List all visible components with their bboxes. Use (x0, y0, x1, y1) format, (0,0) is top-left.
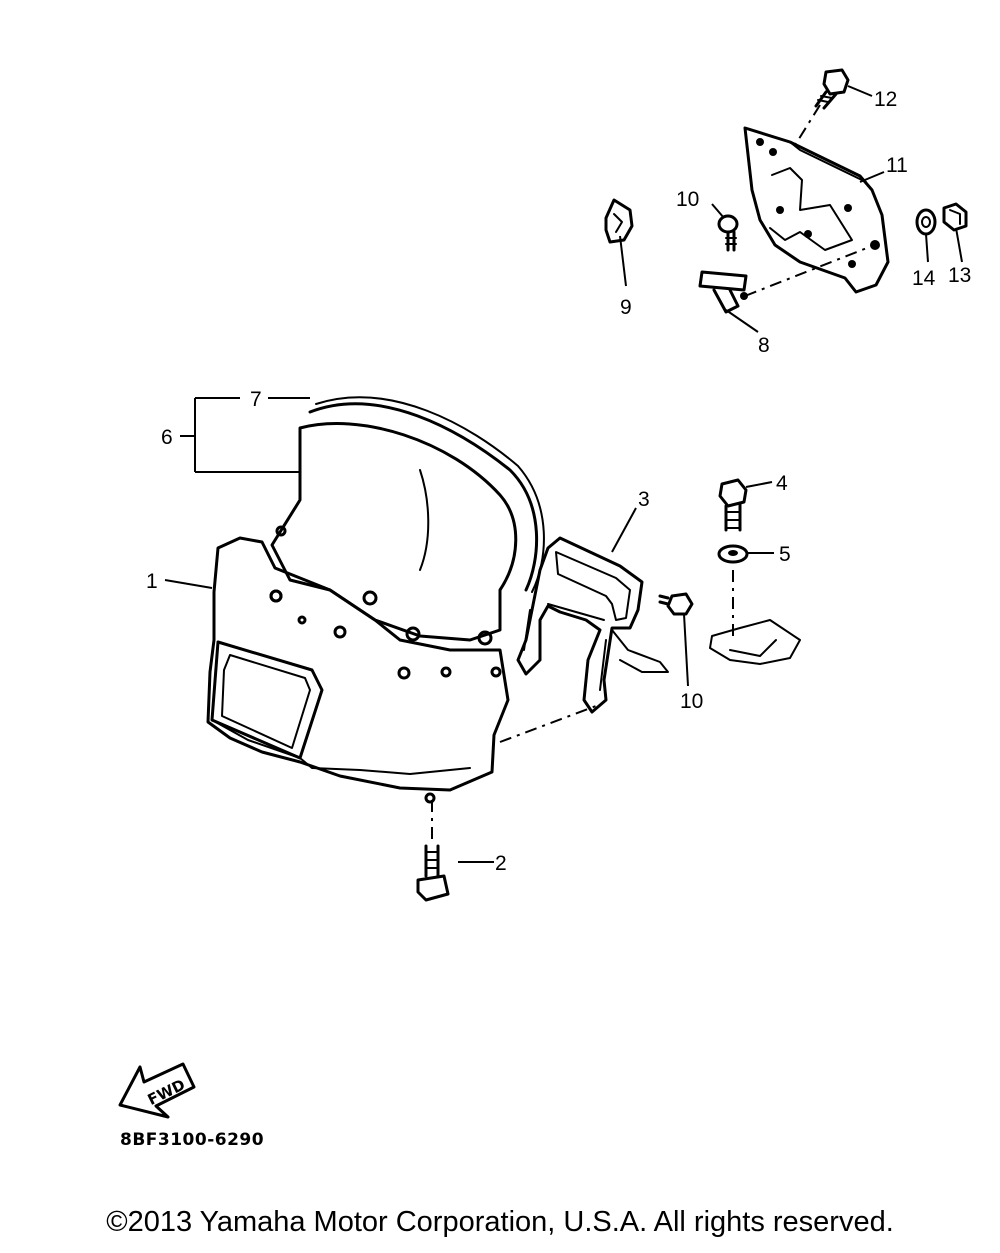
callout-8: 8 (758, 334, 770, 357)
part-10-bolt-lower (658, 592, 694, 616)
fwd-arrow-icon: FWD (118, 1062, 196, 1119)
part-14-washer (915, 208, 937, 236)
reference-code: 8BF3100-6290 (120, 1130, 265, 1150)
callout-labels: 1 2 3 4 5 6 7 8 9 10 10 11 12 13 14 (146, 88, 971, 875)
part-4-bolt (718, 478, 748, 532)
callout-3: 3 (638, 488, 650, 511)
part-9-clip (604, 198, 634, 244)
callout-11: 11 (886, 154, 908, 177)
callout-14: 14 (912, 267, 936, 290)
callout-4: 4 (776, 472, 788, 495)
part-1-fairing (206, 536, 510, 804)
part-3-fairing-stay (516, 536, 669, 714)
part-12-bolt (814, 68, 850, 110)
callout-1: 1 (146, 570, 158, 593)
leader-lines (164, 85, 963, 863)
fwd-arrow-label: FWD (145, 1076, 188, 1109)
part-2-bolt (416, 844, 450, 902)
callout-13: 13 (948, 264, 971, 287)
part-11-bracket-plate (743, 126, 890, 294)
callout-10-lower: 10 (680, 690, 703, 713)
callout-9: 9 (620, 296, 632, 319)
part-10-bolt-upper (717, 214, 739, 252)
part-8-small-bracket (698, 270, 748, 314)
callout-10-upper: 10 (676, 188, 699, 211)
callout-7: 7 (250, 388, 262, 411)
callout-5: 5 (779, 543, 791, 566)
callout-6: 6 (161, 426, 173, 449)
copyright-notice: ©2013 Yamaha Motor Corporation, U.S.A. A… (106, 1206, 894, 1238)
mounting-tab (709, 619, 801, 665)
part-5-grommet (717, 544, 749, 564)
part-6-windshield (269, 422, 518, 646)
callout-2: 2 (495, 852, 507, 875)
callout-12: 12 (874, 88, 897, 111)
part-7-windshield-trim (308, 396, 545, 593)
part-13-nut (942, 202, 968, 232)
